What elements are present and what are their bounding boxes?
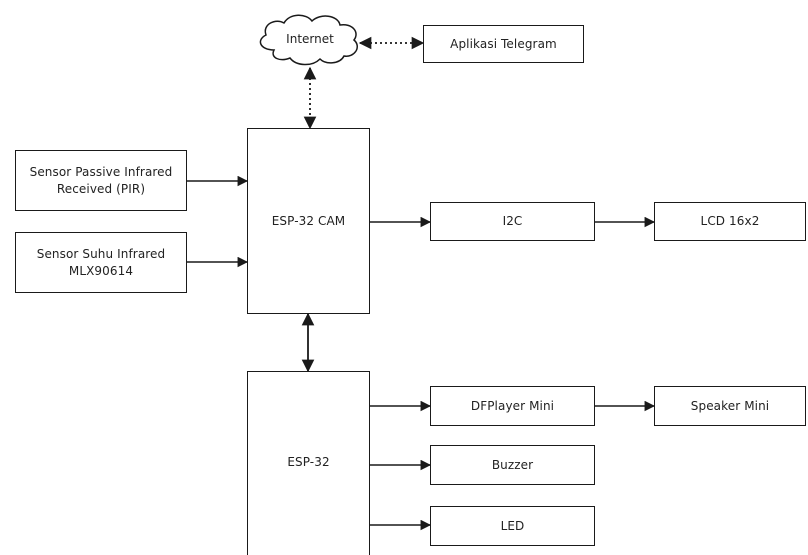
esp32cam-label: ESP-32 CAM (271, 213, 346, 228)
telegram-label: Aplikasi Telegram (450, 36, 557, 51)
buzzer-label: Buzzer (491, 457, 534, 472)
buzzer-node: Buzzer (430, 445, 595, 485)
led-label: LED (500, 518, 525, 533)
lcd-label: LCD 16x2 (700, 214, 760, 228)
i2c-label: I2C (502, 214, 523, 228)
pir-sensor-node: Sensor Passive Infrared Received (PIR) (15, 150, 187, 211)
dfplayer-node: DFPlayer Mini (430, 386, 595, 426)
speaker-node: Speaker Mini (654, 386, 806, 426)
dfplayer-label: DFPlayer Mini (470, 398, 555, 413)
i2c-node: I2C (430, 202, 595, 241)
pir-sensor-label: Sensor Passive Infrared Received (PIR) (29, 164, 173, 196)
esp32cam-node: ESP-32 CAM (247, 128, 370, 314)
suhu-sensor-node: Sensor Suhu Infrared MLX90614 (15, 232, 187, 293)
suhu-sensor-label: Sensor Suhu Infrared MLX90614 (36, 246, 166, 278)
lcd-node: LCD 16x2 (654, 202, 806, 241)
esp32-node: ESP-32 (247, 371, 370, 555)
internet-label: Internet (286, 32, 334, 46)
led-node: LED (430, 506, 595, 546)
esp32-label: ESP-32 (287, 454, 330, 469)
telegram-node: Aplikasi Telegram (423, 25, 584, 63)
speaker-label: Speaker Mini (690, 398, 770, 413)
internet-cloud-shape (259, 14, 358, 66)
